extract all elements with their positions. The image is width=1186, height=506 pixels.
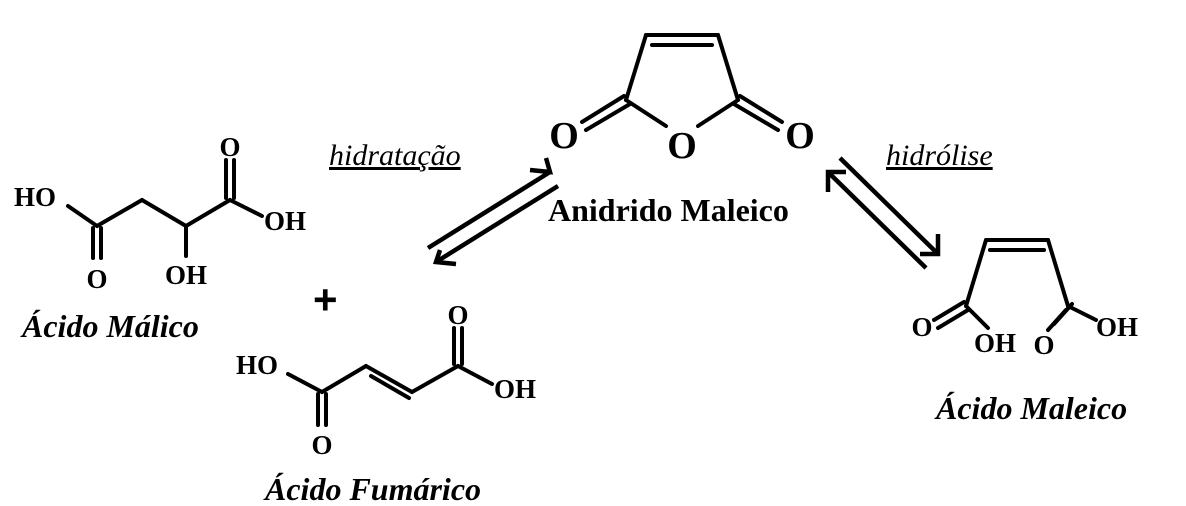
maleic-oh-right-label: OH	[1096, 312, 1138, 342]
hydrolysis-equilibrium-arrows	[825, 156, 941, 270]
maleic-acid-name: Ácido Maleico	[934, 390, 1127, 426]
anhydride-bond-c1-o-double-b	[584, 102, 632, 132]
fumaric-ho-label: HO	[236, 350, 278, 380]
hydrolysis-arrow-forward	[838, 156, 940, 256]
hydration-arrow-back-head	[432, 249, 457, 267]
fumaric-o-bottom-label: O	[311, 430, 332, 460]
anhydride-bond-c4-o-double-a	[738, 94, 784, 124]
maleic-acid-structure: O OH O OH	[911, 238, 1138, 360]
hydrolysis-condition-label: hidrólise	[886, 139, 993, 172]
maleic-bond-c4-oh	[1066, 304, 1098, 322]
fumaric-bond-ho-c1	[286, 372, 324, 394]
fumaric-bond-c1-c2	[320, 364, 368, 394]
maleic-anhydride-structure: O O O	[549, 33, 815, 167]
maleic-o-left-label: O	[911, 312, 932, 342]
maleic-bond-c1-o-double-a	[932, 300, 966, 322]
plus-sign: +	[313, 276, 338, 323]
hydrolysis-arrow-forward-head	[920, 234, 941, 257]
hydration-arrow-forward	[426, 170, 552, 250]
malic-bond-c4-oh	[228, 198, 264, 218]
malic-bond-ho-c1	[66, 204, 99, 228]
hydration-arrow-forward-head	[529, 157, 554, 175]
anhydride-o-left-label: O	[549, 115, 579, 157]
anhydride-bond-c4-o-double-b	[732, 102, 780, 132]
anhydride-bond-c1-o	[624, 98, 668, 128]
malic-o-bottom-label: O	[86, 264, 107, 294]
fumaric-bond-c2-c3	[364, 364, 414, 394]
malic-acid-name: Ácido Málico	[20, 308, 199, 344]
hydrolysis-arrow-back-head	[825, 169, 846, 192]
fumaric-oh-label: OH	[494, 374, 536, 404]
malic-oh-label: OH	[165, 260, 207, 290]
malic-oh-right-label: OH	[264, 206, 306, 236]
hydration-condition-label: hidratação	[329, 139, 461, 172]
maleic-o-right-label: O	[1033, 330, 1054, 360]
anhydride-bond-c1-o-double-a	[580, 94, 626, 124]
anhydride-bond-c3-c4	[716, 33, 740, 102]
hydration-equilibrium-arrows	[426, 157, 560, 267]
hydrolysis-arrow-back	[826, 170, 928, 270]
anhydride-o-ring-label: O	[667, 125, 697, 167]
anhydride-bond-c4-o	[696, 98, 740, 128]
malic-bond-c2-c3	[140, 198, 188, 228]
fumaric-bond-c3-c4	[410, 364, 460, 394]
maleic-anhydride-name: Anidrido Maleico	[548, 192, 789, 228]
fumaric-acid-name: Ácido Fumárico	[263, 471, 481, 506]
malic-bond-c1-c2	[95, 198, 144, 228]
fumaric-bond-c2-c3-double	[369, 374, 411, 400]
malic-acid-structure: HO O OH O OH	[14, 132, 306, 294]
anhydride-bond-c2-c1	[624, 33, 648, 102]
maleic-bond-c1-o-double-b	[936, 308, 970, 330]
maleic-bond-c2-c1	[964, 238, 988, 308]
malic-ho-label: HO	[14, 182, 56, 212]
maleic-bond-c1-oh	[964, 304, 990, 330]
malic-bond-c3-c4	[184, 198, 232, 228]
hydration-arrow-back	[434, 184, 560, 264]
fumaric-o-top-label: O	[447, 300, 468, 330]
anhydride-o-right-label: O	[785, 115, 815, 157]
malic-o-top-label: O	[219, 132, 240, 162]
fumaric-bond-c4-oh	[456, 364, 494, 386]
fumaric-acid-structure: HO O O OH	[236, 300, 536, 460]
maleic-oh-left-label: OH	[974, 328, 1016, 358]
maleic-bond-c3-c4	[1046, 238, 1070, 308]
